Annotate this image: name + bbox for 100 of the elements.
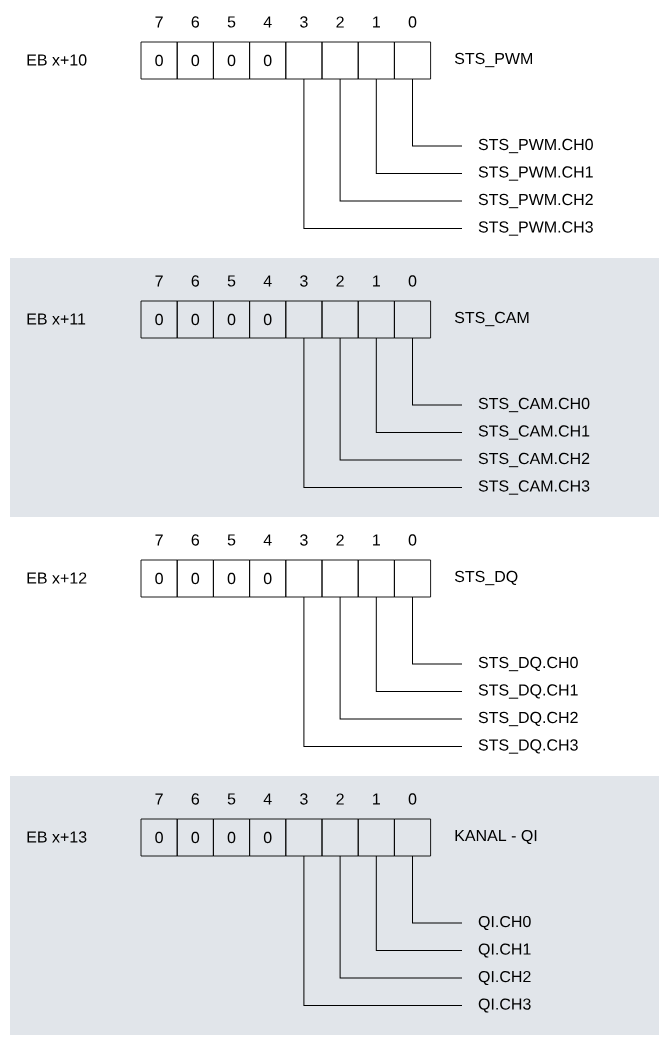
register-name: KANAL - QI <box>455 829 537 845</box>
register-name: STS_DQ <box>454 570 518 586</box>
leader-line <box>303 78 463 229</box>
leader-line <box>375 78 463 174</box>
leader-line <box>339 596 463 720</box>
leader-line <box>339 78 463 202</box>
bit-number: 1 <box>373 275 380 287</box>
bit-cell <box>357 559 395 598</box>
leader-line <box>303 596 463 747</box>
bit-cell: 0 <box>140 559 178 598</box>
channel-label: STS_PWM.CH1 <box>478 166 593 181</box>
leader-line <box>375 337 463 433</box>
bit-number: 1 <box>373 16 380 28</box>
bit-cell <box>321 559 359 598</box>
channel-label: STS_PWM.CH3 <box>478 221 593 236</box>
bit-number: 4 <box>263 534 272 546</box>
leader-line <box>339 855 463 979</box>
bit-number: 3 <box>300 534 308 546</box>
channel-label: QI.CH3 <box>478 998 531 1013</box>
bit-cell: 0 <box>249 41 287 80</box>
bit-number: 2 <box>336 16 344 28</box>
channel-label: STS_CAM.CH0 <box>478 397 590 413</box>
bit-number: 6 <box>191 793 200 805</box>
channel-label: STS_CAM.CH3 <box>478 480 590 495</box>
leader-line <box>412 78 463 147</box>
bit-number: 7 <box>155 793 163 805</box>
bit-cell: 0 <box>212 559 251 598</box>
bit-number: 7 <box>155 16 163 28</box>
bit-number: 4 <box>263 16 272 28</box>
bit-cell <box>321 300 359 339</box>
leader-line <box>412 596 463 665</box>
bit-number: 3 <box>300 16 308 28</box>
bit-cell: 0 <box>249 300 287 339</box>
channel-label: STS_DQ.CH0 <box>478 656 578 672</box>
bit-cell <box>357 41 395 80</box>
leader-line <box>339 337 463 461</box>
leader-line <box>412 337 463 406</box>
bit-cell: 0 <box>176 818 214 857</box>
bit-number: 1 <box>373 534 380 546</box>
bit-number: 4 <box>263 793 272 805</box>
bit-cell: 0 <box>249 818 287 857</box>
byte-address: EB x+11 <box>27 313 86 325</box>
register-name: STS_PWM <box>454 52 532 68</box>
channel-label: QI.CH1 <box>478 943 531 958</box>
channel-label: QI.CH2 <box>478 970 531 986</box>
bit-number: 2 <box>336 534 344 546</box>
bit-number: 5 <box>227 793 236 805</box>
byte-address: EB x+12 <box>27 572 87 584</box>
channel-label: STS_CAM.CH2 <box>478 452 590 468</box>
bit-number: 2 <box>336 275 344 287</box>
bit-number: 3 <box>300 275 308 287</box>
channel-label: STS_DQ.CH2 <box>478 711 578 727</box>
byte-address: EB x+13 <box>27 831 87 843</box>
bit-number: 4 <box>263 275 272 287</box>
bit-number: 5 <box>227 16 236 28</box>
channel-label: STS_DQ.CH3 <box>478 739 578 754</box>
byte-address: EB x+10 <box>27 54 87 66</box>
channel-label: STS_PWM.CH2 <box>478 193 593 209</box>
bit-cell: 0 <box>140 300 178 339</box>
bit-number: 0 <box>408 534 417 546</box>
bit-number: 1 <box>373 793 380 805</box>
bit-cell <box>285 818 323 857</box>
bit-cell <box>285 559 323 598</box>
channel-label: STS_CAM.CH1 <box>478 425 590 440</box>
bit-number: 6 <box>191 534 200 546</box>
bit-number: 6 <box>191 16 200 28</box>
bit-cell: 0 <box>176 41 214 80</box>
bit-number: 7 <box>155 275 163 287</box>
bit-cell: 0 <box>212 818 251 857</box>
bit-number: 0 <box>408 275 417 287</box>
bit-number: 3 <box>300 793 308 805</box>
leader-line <box>375 855 463 951</box>
bit-cell <box>321 818 359 857</box>
leader-line <box>375 596 463 692</box>
bit-cell <box>393 41 432 80</box>
bit-cell: 0 <box>249 559 287 598</box>
leader-line <box>303 855 463 1006</box>
bit-cell <box>393 818 432 857</box>
bit-number: 5 <box>227 534 236 546</box>
bit-cell: 0 <box>176 559 214 598</box>
leader-line <box>412 855 463 924</box>
leader-line <box>303 337 463 488</box>
bit-cell <box>357 818 395 857</box>
bit-cell <box>321 41 359 80</box>
bit-cell: 0 <box>212 300 251 339</box>
bit-number: 7 <box>155 534 163 546</box>
bit-cell <box>285 300 323 339</box>
bit-number: 6 <box>191 275 200 287</box>
bit-number: 0 <box>408 16 417 28</box>
bit-cell: 0 <box>176 300 214 339</box>
bit-cell <box>285 41 323 80</box>
bit-number: 2 <box>336 793 344 805</box>
channel-label: STS_PWM.CH0 <box>478 138 593 154</box>
bit-cell: 0 <box>212 41 251 80</box>
bit-cell <box>393 559 432 598</box>
bit-cell <box>357 300 395 339</box>
bit-number: 5 <box>227 275 236 287</box>
bit-cell <box>393 300 432 339</box>
bit-cell: 0 <box>140 818 178 857</box>
channel-label: QI.CH0 <box>478 915 531 931</box>
